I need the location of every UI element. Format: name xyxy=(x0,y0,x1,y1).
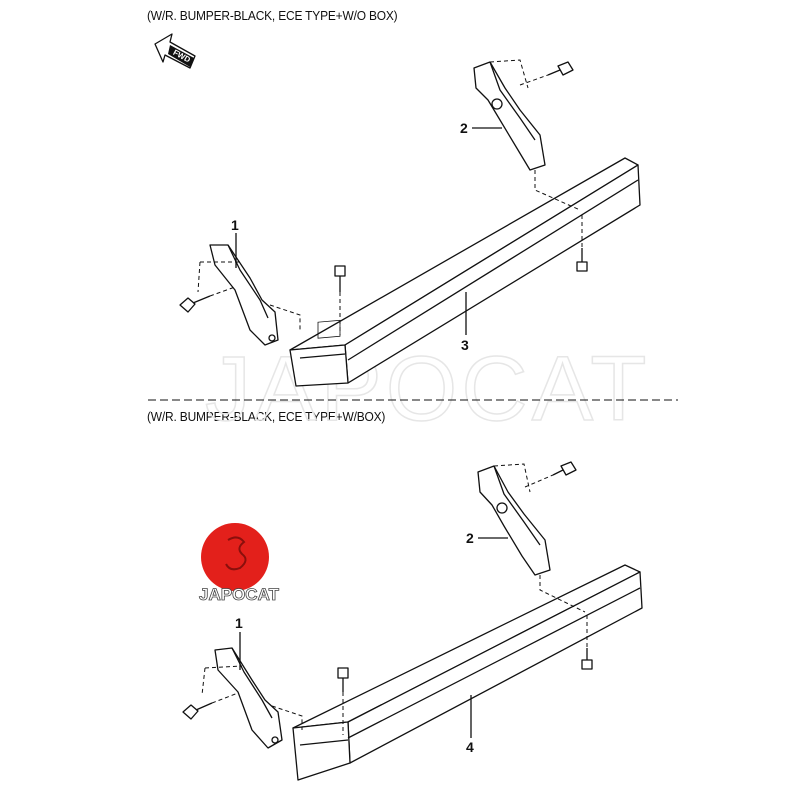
logo-text: JAPOCAT xyxy=(199,585,280,604)
callout-2: 2 xyxy=(466,530,474,546)
bolt-icon xyxy=(576,215,588,272)
bracket-1 xyxy=(214,647,283,749)
top-section: 1 2 3 xyxy=(179,59,641,387)
watermark: JAPOCAT xyxy=(205,338,650,440)
bolt-icon xyxy=(581,615,593,670)
section-bottom-heading: (W/R. BUMPER-BLACK, ECE TYPE+W/BOX) xyxy=(147,409,386,424)
callout-3: 3 xyxy=(461,337,469,353)
bumper-reinforcement-beam-4 xyxy=(292,564,643,781)
bracket-2 xyxy=(473,61,546,171)
bolt-icon xyxy=(337,667,349,735)
bolt-icon xyxy=(519,61,574,86)
bolt-icon xyxy=(179,286,236,313)
bolt-icon xyxy=(182,692,239,720)
fwd-arrow-icon: FWD xyxy=(154,33,196,69)
callout-1: 1 xyxy=(235,615,243,631)
japocat-logo: JAPOCAT xyxy=(199,523,280,604)
bolt-icon xyxy=(334,265,346,335)
callout-1: 1 xyxy=(231,217,239,233)
bumper-reinforcement-beam-3 xyxy=(289,157,641,387)
callout-4: 4 xyxy=(466,739,474,755)
bottom-section: 1 2 4 xyxy=(182,461,643,781)
section-top-heading: (W/R. BUMPER-BLACK, ECE TYPE+W/O BOX) xyxy=(147,8,398,23)
bracket-1 xyxy=(209,244,279,346)
bracket-2 xyxy=(477,465,551,576)
callout-2: 2 xyxy=(460,120,468,136)
bolt-icon xyxy=(524,461,577,488)
